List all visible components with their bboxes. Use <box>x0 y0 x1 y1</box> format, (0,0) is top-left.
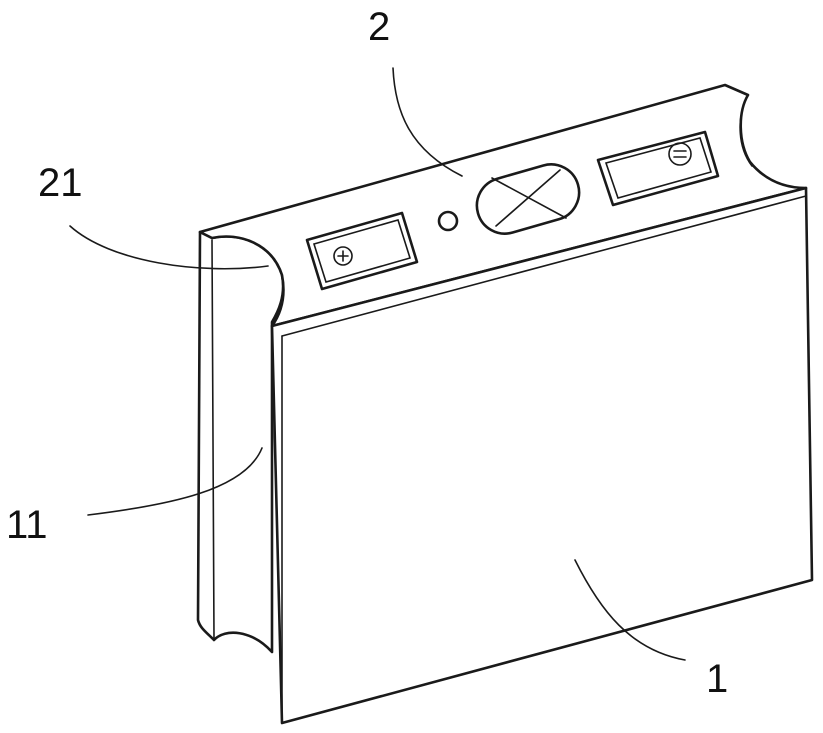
negative-terminal-icon <box>668 142 692 166</box>
vent-hole <box>437 210 459 232</box>
explosion-proof-valve <box>475 163 581 235</box>
leader-line-11 <box>87 447 263 516</box>
side-face <box>196 230 285 654</box>
label-top-cover: 2 <box>368 5 390 49</box>
positive-terminal-icon <box>333 246 353 266</box>
right-notch <box>739 94 753 167</box>
negative-terminal <box>596 130 720 207</box>
front-face <box>270 186 814 725</box>
positive-terminal <box>305 211 419 291</box>
label-top-notch: 21 <box>38 161 83 205</box>
leader-line-21 <box>69 225 269 270</box>
front-face-edge <box>281 195 807 337</box>
leader-line-1 <box>574 559 686 661</box>
label-housing: 1 <box>706 657 728 701</box>
side-groove-edge <box>211 239 215 641</box>
label-side-groove: 11 <box>6 503 48 547</box>
leader-line-2 <box>392 67 463 177</box>
